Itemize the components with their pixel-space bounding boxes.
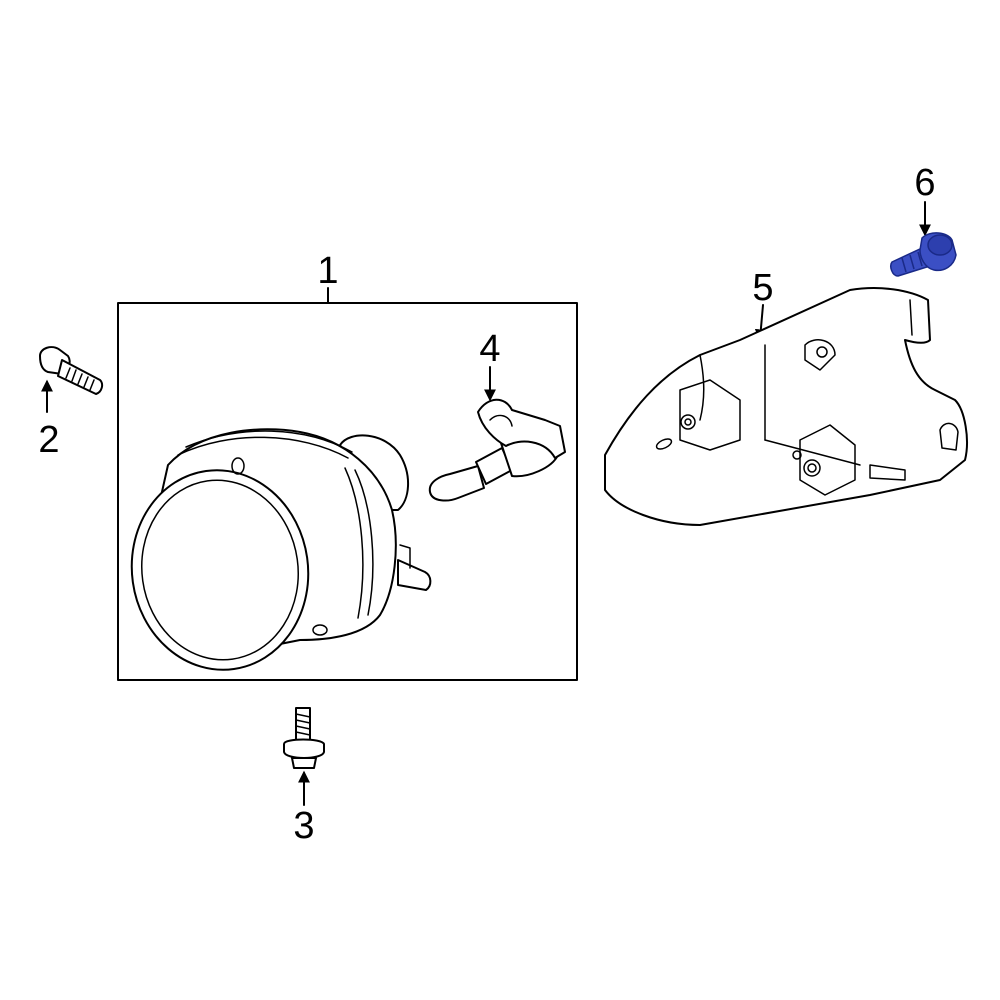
- callout-4-label: 4: [479, 328, 500, 370]
- callout-1-label: 1: [317, 250, 338, 292]
- fog-lamp-housing: [130, 428, 432, 671]
- callout-6-label: 6: [914, 162, 935, 204]
- assembly-box: [117, 302, 578, 681]
- callout-2-label: 2: [38, 419, 59, 461]
- bolt-6: [890, 232, 957, 277]
- callout-3-label: 3: [293, 805, 314, 847]
- screw-2: [39, 346, 104, 395]
- bulb: [428, 398, 566, 502]
- bracket: [604, 287, 968, 526]
- screw-3: [283, 707, 325, 769]
- callout-5-label: 5: [752, 267, 773, 309]
